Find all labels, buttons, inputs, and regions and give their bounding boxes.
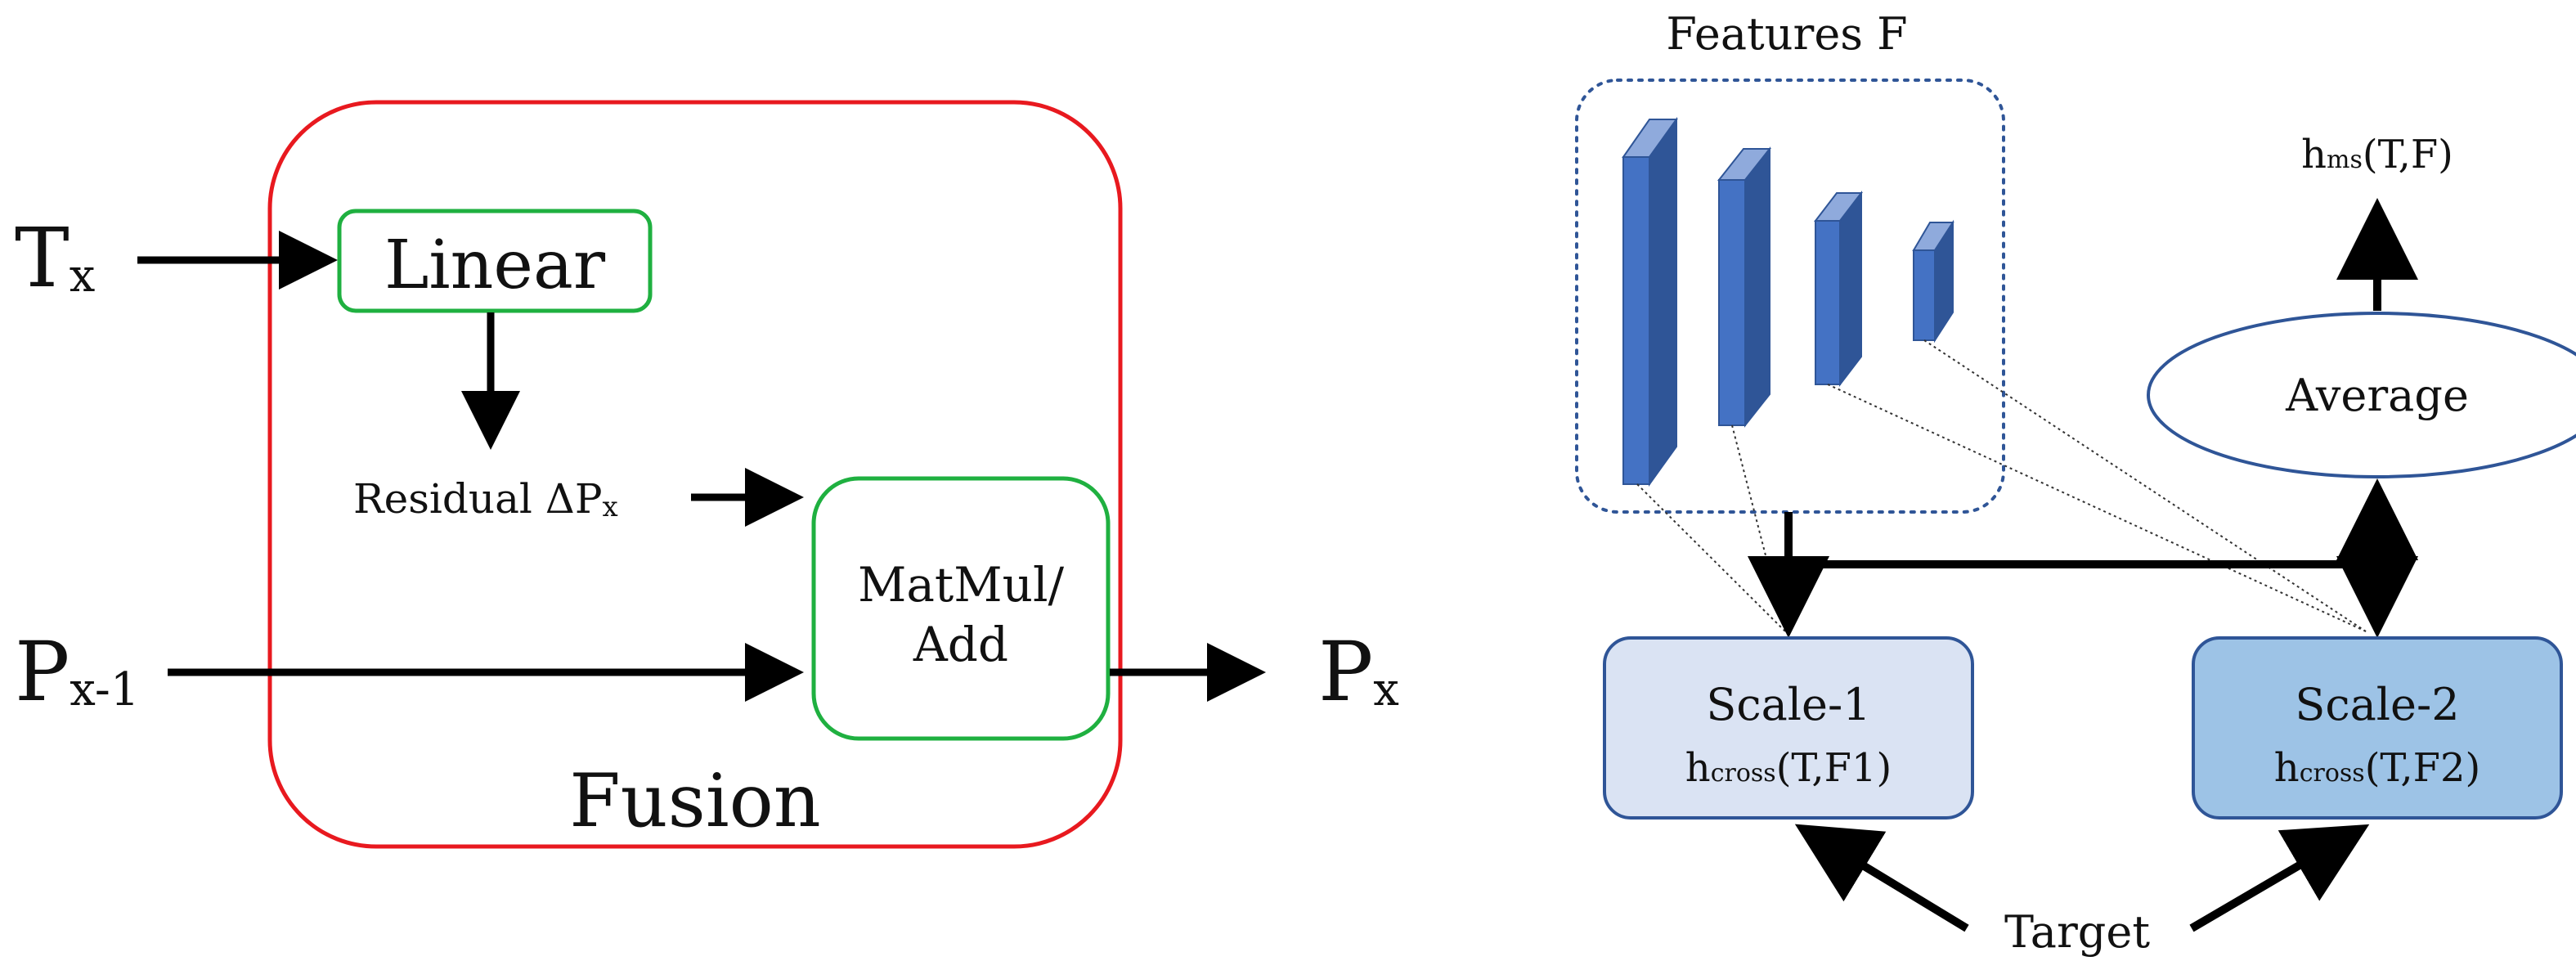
matmul-label-line2: Add: [913, 617, 1008, 672]
target-to-scale1-arrow: [1794, 824, 1969, 932]
feature-map-1: [1622, 116, 1678, 487]
average-label: Average: [2285, 370, 2469, 421]
matmul-label-line1: MatMul/: [858, 557, 1065, 613]
scale2-title: Scale-2: [2295, 679, 2459, 730]
average-node: [2147, 312, 2576, 478]
feature-map-4: [1912, 219, 1954, 344]
features-block: [1575, 79, 2005, 514]
target-label: Target: [2004, 906, 2150, 958]
scale1-function: hcross(T,F1): [1685, 745, 1892, 791]
feature-map-3: [1813, 191, 1864, 387]
residual-label: Residual ΔPx: [353, 475, 618, 523]
target-to-scale2-arrow: [2189, 824, 2370, 932]
linear-block: [337, 209, 653, 313]
input-p-label: Px-1: [15, 624, 139, 720]
output-label: hms(T,F): [2301, 132, 2453, 177]
input-t-label: Tx: [15, 210, 95, 306]
fusion-diagram: Tx Linear Residual ΔPx MatMul/ Add Px-1 …: [15, 100, 1399, 849]
fusion-block: [267, 100, 1123, 849]
output-p-label: Px: [1318, 624, 1399, 720]
multiscale-diagram: Features F: [1575, 8, 2576, 958]
linear-label: Linear: [384, 227, 606, 304]
matmul-add-block: [811, 476, 1111, 741]
fusion-label: Fusion: [569, 758, 821, 844]
features-label: Features F: [1666, 8, 1907, 60]
feature-map-2: [1717, 146, 1772, 428]
scale2-function: hcross(T,F2): [2274, 745, 2480, 791]
scale1-title: Scale-1: [1706, 679, 1870, 730]
scale1-block: [1603, 636, 1974, 820]
scale2-block: [2192, 636, 2563, 820]
